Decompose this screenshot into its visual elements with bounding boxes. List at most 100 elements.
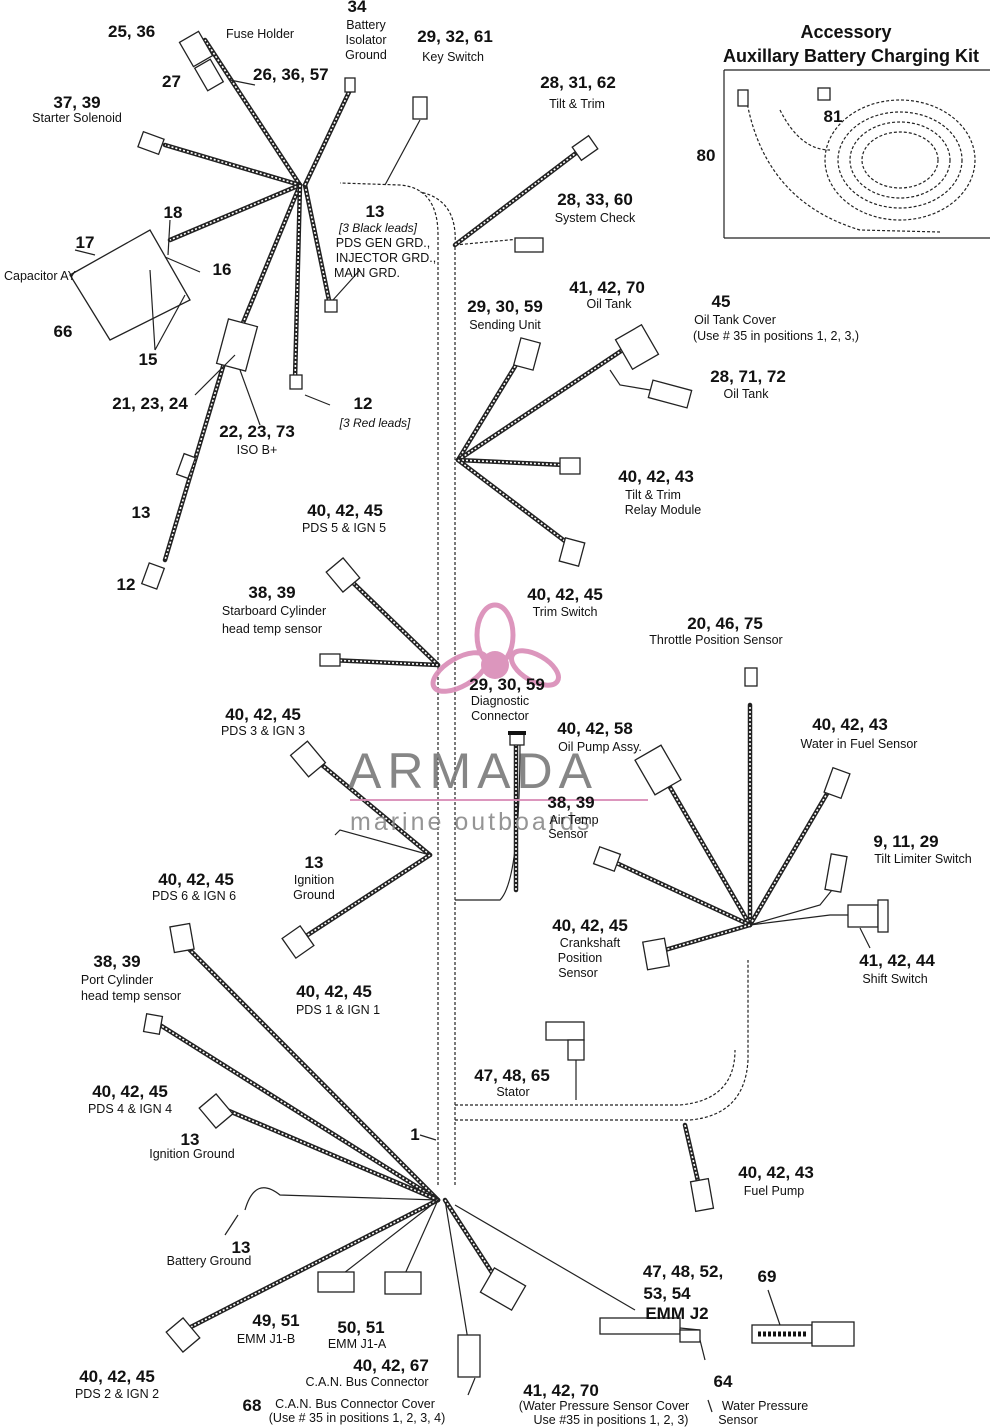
callout-label: Trim Switch <box>533 605 598 619</box>
callout-num: 38, 39 <box>248 583 295 602</box>
callout-num: 37, 39 <box>53 93 100 112</box>
callout-num: 16 <box>213 260 232 279</box>
callout-label: EMM J1-A <box>328 1337 387 1351</box>
watermark: ARMADA marine outboards <box>348 602 648 836</box>
callout-label: PDS 6 & IGN 6 <box>152 889 236 903</box>
callout-num: 13 <box>181 1130 200 1149</box>
callout-label: head temp sensor <box>222 622 322 636</box>
callout-label: Tilt Limiter Switch <box>874 852 972 866</box>
callout-label: PDS 5 & IGN 5 <box>302 521 386 535</box>
callout-num: 28, 31, 62 <box>540 73 616 92</box>
callout-label: EMM J1-B <box>237 1332 295 1346</box>
callout-label: Ground <box>345 48 387 62</box>
callout-label: Sending Unit <box>469 318 541 332</box>
callout-label: MAIN GRD. <box>334 266 400 280</box>
callout-label: Ground <box>293 888 335 902</box>
callout-num: 41, 42, 70 <box>569 278 645 297</box>
callout-num: 53, 54 <box>643 1284 691 1303</box>
callout-label: INJECTOR GRD., <box>336 251 436 265</box>
callout-num: 13 <box>132 503 151 522</box>
callout-num: 15 <box>139 350 158 369</box>
callout-num: 41, 42, 70 <box>523 1381 599 1400</box>
callout-num: 29, 30, 59 <box>469 675 545 694</box>
callout-label: PDS 4 & IGN 4 <box>88 1102 172 1116</box>
callout-label: Use #35 in positions 1, 2, 3) <box>534 1413 689 1427</box>
callout-label: Shift Switch <box>862 972 927 986</box>
callout-label: (Use # 35 in positions 1, 2, 3,) <box>693 329 859 343</box>
callout-num: 68 <box>243 1396 262 1415</box>
callout-label: C.A.N. Bus Connector <box>306 1375 429 1389</box>
callout-label: Oil Tank Cover <box>694 313 776 327</box>
callout-label: Diagnostic <box>471 694 529 708</box>
callout-label: Tilt & Trim <box>625 488 681 502</box>
kit-title-line1: Accessory <box>800 22 891 42</box>
callout-label: Oil Pump Assy. <box>558 740 642 754</box>
callout-num: 1 <box>410 1125 419 1144</box>
callout-num: 40, 42, 45 <box>158 870 234 889</box>
callout-label: System Check <box>555 211 636 225</box>
callout-label: Port Cylinder <box>81 973 153 987</box>
callout-num: 81 <box>824 107 843 126</box>
watermark-brand: ARMADA <box>348 743 598 799</box>
callout-num: 29, 30, 59 <box>467 297 543 316</box>
callout-num: 28, 71, 72 <box>710 367 786 386</box>
callout-label: PDS 1 & IGN 1 <box>296 1003 380 1017</box>
callout-label: Oil Tank <box>587 297 633 311</box>
callout-num: 13 <box>232 1238 251 1257</box>
callout-num: 40, 42, 43 <box>812 715 888 734</box>
callout-num: 40, 42, 45 <box>552 916 628 935</box>
callout-num: 9, 11, 29 <box>873 832 938 851</box>
callout-labels: 25, 36 Fuse Holder 27 26, 36, 57 34 Batt… <box>4 0 972 1427</box>
callout-label: (Water Pressure Sensor Cover <box>519 1399 689 1413</box>
callout-label: Water Pressure <box>722 1399 808 1413</box>
callout-num: 13 <box>366 202 385 221</box>
callout-label: Throttle Position Sensor <box>649 633 782 647</box>
callout-label: Starboard Cylinder <box>222 604 326 618</box>
callout-label: Sensor <box>558 966 598 980</box>
callout-num: 69 <box>758 1267 777 1286</box>
callout-num: 49, 51 <box>252 1311 299 1330</box>
callout-num: 41, 42, 44 <box>859 951 935 970</box>
callout-num: 25, 36 <box>108 22 155 41</box>
callout-num: 40, 42, 45 <box>527 585 603 604</box>
callout-num: 27 <box>162 72 181 91</box>
callout-label: Air Temp <box>549 813 598 827</box>
callout-label: PDS GEN GRD., <box>336 236 430 250</box>
callout-num: EMM J2 <box>645 1304 708 1323</box>
mid-right-branches <box>455 342 681 548</box>
left-mid-branches <box>157 572 521 1333</box>
callout-num: 12 <box>117 575 136 594</box>
callout-label: Tilt & Trim <box>549 97 605 111</box>
callout-label: [3 Black leads] <box>338 221 418 235</box>
callout-label: Oil Tank <box>724 387 770 401</box>
callout-label: Water in Fuel Sensor <box>801 737 918 751</box>
callout-label: Stator <box>496 1085 529 1099</box>
right-lower-branches <box>575 702 848 1193</box>
callout-num: 26, 36, 57 <box>253 65 329 84</box>
callout-num: 21, 23, 24 <box>112 394 188 413</box>
callout-label: Capacitor AY <box>4 269 77 283</box>
callout-label: Ignition <box>294 873 334 887</box>
callout-label: PDS 2 & IGN 2 <box>75 1387 159 1401</box>
callout-label: Sensor <box>718 1413 758 1427</box>
callout-label: head temp sensor <box>81 989 181 1003</box>
callout-label: PDS 3 & IGN 3 <box>221 724 305 738</box>
callout-num: 40, 42, 45 <box>307 501 383 520</box>
callout-label: Fuel Pump <box>744 1184 804 1198</box>
callout-label: C.A.N. Bus Connector Cover <box>275 1397 435 1411</box>
callout-num: 40, 42, 43 <box>618 467 694 486</box>
callout-label: Battery <box>346 18 386 32</box>
kit-title: Accessory Auxillary Battery Charging Kit <box>723 22 979 66</box>
callout-label: Crankshaft <box>560 936 621 950</box>
callout-num: 40, 42, 58 <box>557 719 633 738</box>
upper-branches <box>162 37 583 563</box>
callout-label: Sensor <box>548 827 588 841</box>
callout-num: 17 <box>76 233 95 252</box>
callout-num: 47, 48, 52, <box>643 1262 723 1281</box>
callout-num: 40, 42, 45 <box>79 1367 155 1386</box>
aux-kit-box <box>723 69 990 239</box>
callout-num: 40, 42, 45 <box>92 1082 168 1101</box>
callout-label: Position <box>558 951 603 965</box>
callout-num: 28, 33, 60 <box>557 190 633 209</box>
callout-label: ISO B+ <box>237 443 278 457</box>
